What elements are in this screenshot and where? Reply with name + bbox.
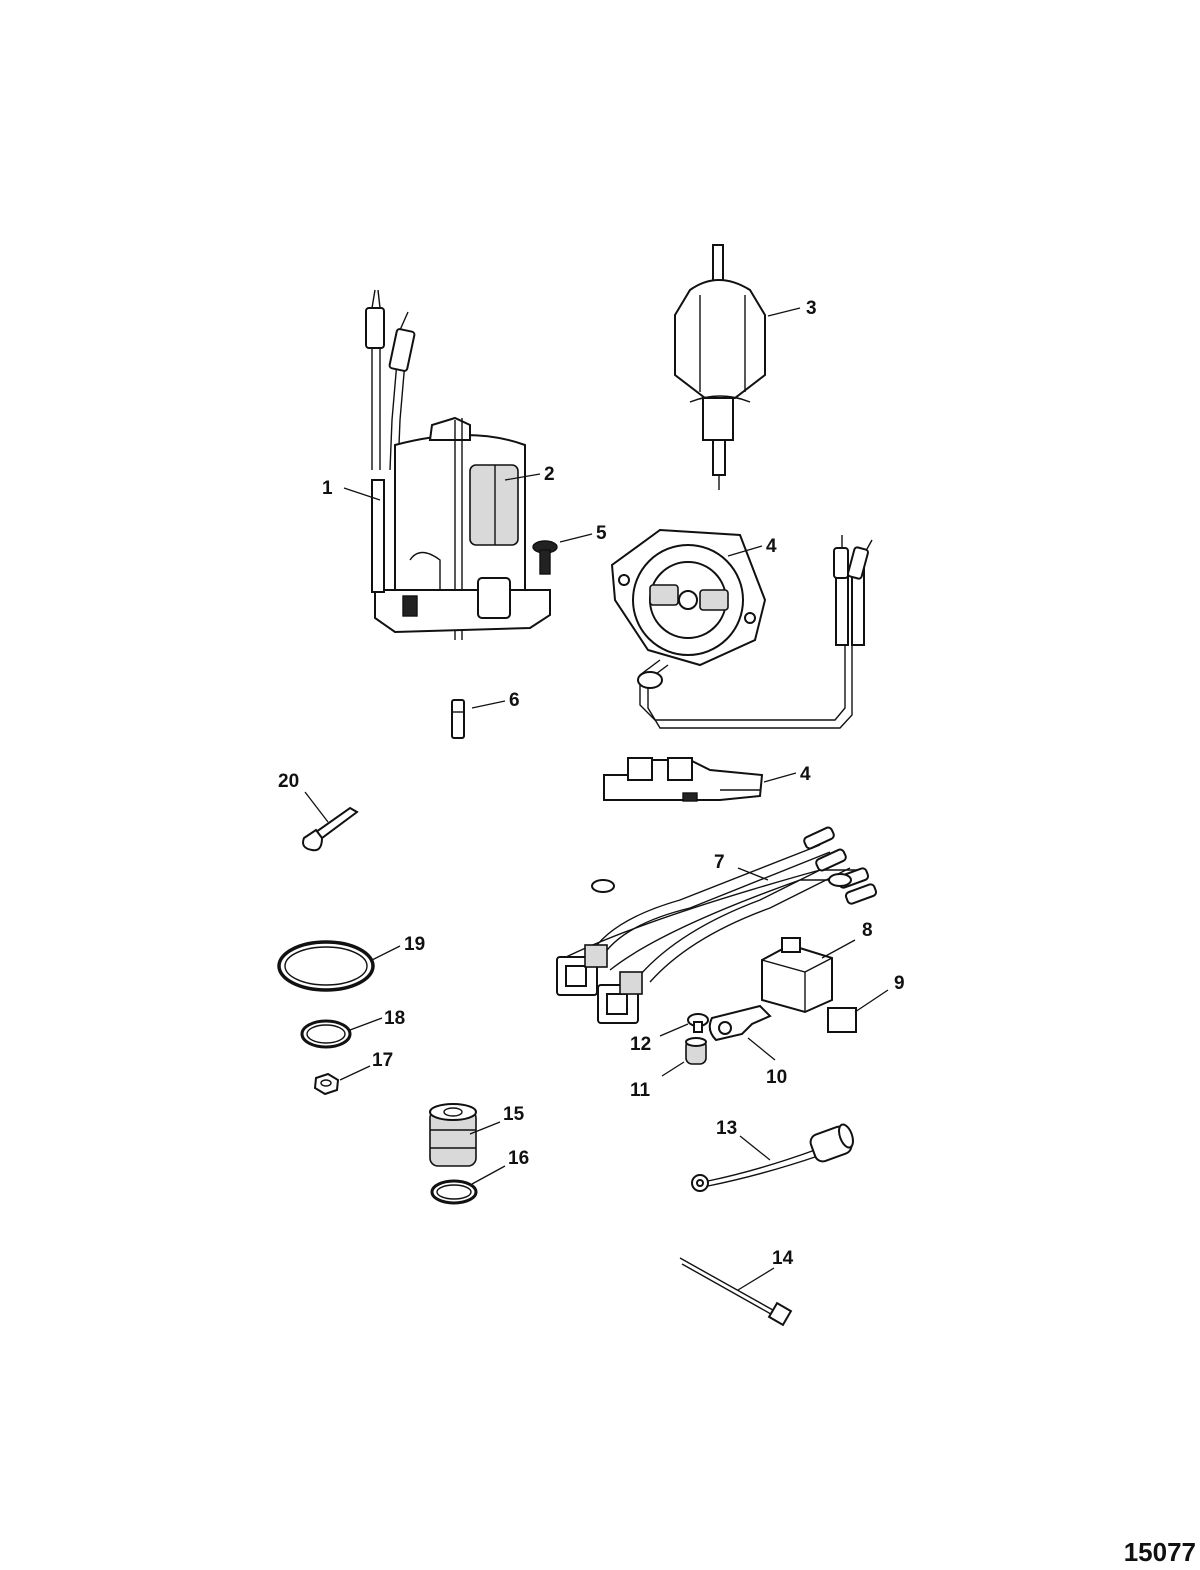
end-cap-part xyxy=(610,528,873,729)
leader-line-20 xyxy=(304,791,329,823)
callout-3: 3 xyxy=(806,298,817,319)
callout-1: 1 xyxy=(322,478,333,499)
leader-line-8 xyxy=(821,939,856,959)
pin-part xyxy=(451,699,465,739)
callout-15: 15 xyxy=(503,1104,525,1125)
callout-9: 9 xyxy=(894,973,905,994)
callout-5: 5 xyxy=(596,523,607,544)
callout-14: 14 xyxy=(772,1248,794,1269)
leader-line-6 xyxy=(471,700,506,709)
relay-part xyxy=(761,937,833,1014)
leader-line-19 xyxy=(371,945,401,961)
leader-line-1 xyxy=(343,487,381,501)
bushing-part xyxy=(429,1103,477,1167)
leader-line-10 xyxy=(747,1037,776,1061)
leader-line-17 xyxy=(339,1065,371,1081)
leader-line-18 xyxy=(349,1017,383,1031)
callout-2: 2 xyxy=(544,464,555,485)
leader-line-4b xyxy=(763,772,797,783)
leader-line-14 xyxy=(737,1267,775,1291)
callout-4b: 4 xyxy=(800,764,811,785)
bracket-part xyxy=(708,1004,772,1042)
callout-8: 8 xyxy=(862,920,873,941)
cable-tie-part xyxy=(679,1257,793,1327)
leader-line-13 xyxy=(739,1135,771,1161)
callout-4a: 4 xyxy=(766,536,777,557)
callout-17: 17 xyxy=(372,1050,393,1071)
o-ring-large-part xyxy=(277,940,375,992)
leader-line-9 xyxy=(854,989,889,1013)
end-cap-side-view xyxy=(603,757,764,802)
callout-10: 10 xyxy=(766,1067,787,1088)
leader-line-3 xyxy=(767,307,801,317)
leader-line-11 xyxy=(661,1061,685,1077)
o-ring-medium-part xyxy=(300,1019,352,1049)
wiring-harness-part xyxy=(556,826,878,1024)
bolt-part xyxy=(302,806,359,852)
leader-line-4a xyxy=(727,545,763,557)
small-screw-part xyxy=(687,1013,709,1033)
callout-13: 13 xyxy=(716,1118,737,1139)
callout-11: 11 xyxy=(630,1080,651,1101)
ground-lead-part xyxy=(691,1123,854,1192)
callout-20: 20 xyxy=(278,771,299,792)
o-ring-small-part xyxy=(430,1179,478,1205)
figure-number: 15077 xyxy=(1123,1537,1196,1567)
leader-line-12 xyxy=(659,1023,689,1037)
callout-12: 12 xyxy=(630,1034,651,1055)
leader-line-15 xyxy=(469,1121,501,1135)
leader-line-16 xyxy=(471,1165,506,1185)
callout-7: 7 xyxy=(714,852,725,873)
leader-line-2 xyxy=(504,473,541,481)
callout-18: 18 xyxy=(384,1008,405,1029)
reservoir-part xyxy=(674,244,766,490)
motor-housing-part xyxy=(365,289,551,640)
grommet-part xyxy=(685,1037,707,1065)
leader-line-5 xyxy=(559,533,593,543)
callout-19: 19 xyxy=(404,934,425,955)
callout-16: 16 xyxy=(508,1148,529,1169)
nut-part xyxy=(313,1072,340,1096)
callout-6: 6 xyxy=(509,690,520,711)
screw-part xyxy=(532,540,558,575)
leader-line-7 xyxy=(737,867,769,881)
decal-part xyxy=(827,1007,857,1033)
